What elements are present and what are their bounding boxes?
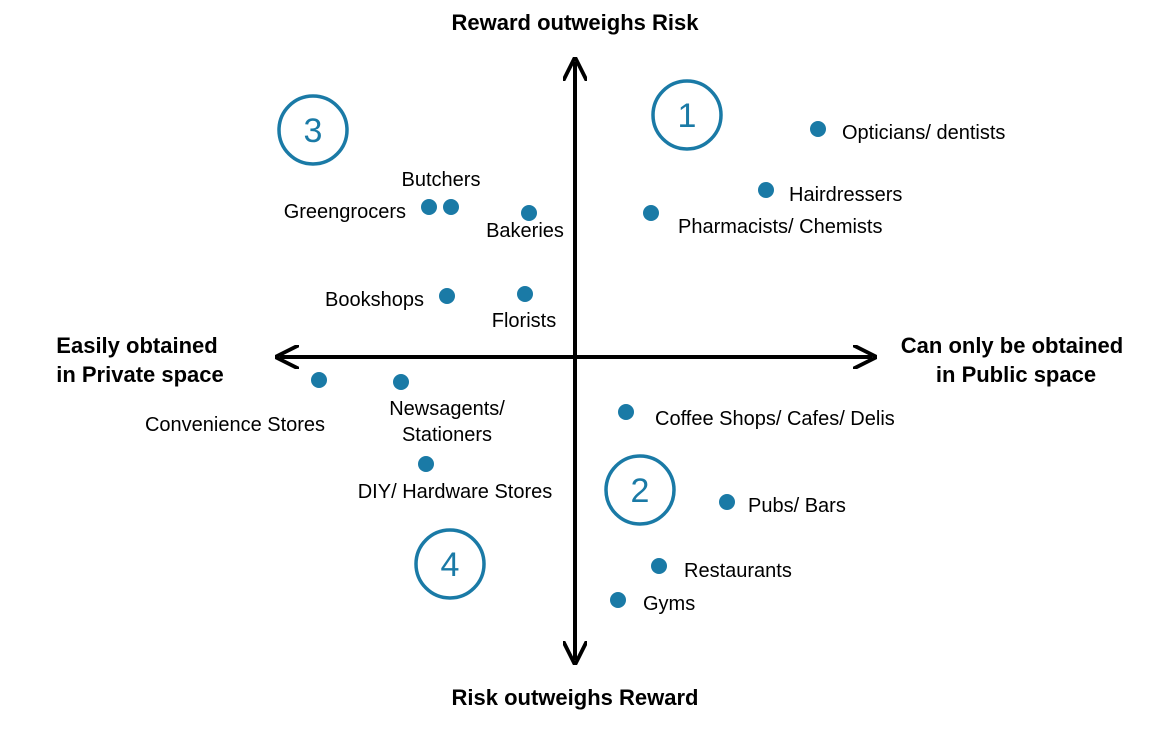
point-marker xyxy=(393,374,409,390)
point-marker xyxy=(439,288,455,304)
point-marker xyxy=(443,199,459,215)
point-label: Hairdressers xyxy=(789,184,902,206)
quadrant-number: 4 xyxy=(441,546,460,584)
point-label: Bakeries xyxy=(486,220,564,242)
quadrant-3: 3 xyxy=(277,94,349,166)
point-label: Pubs/ Bars xyxy=(748,495,846,517)
point-label: Newsagents/ xyxy=(389,398,505,420)
point-gyms: Gyms xyxy=(610,592,695,615)
quadrant-circle xyxy=(651,79,723,151)
point-label: Pharmacists/ Chemists xyxy=(678,216,883,238)
quadrant-1: 1 xyxy=(651,79,723,151)
point-label: Gyms xyxy=(643,593,695,615)
point-newsagents: Newsagents/Stationers xyxy=(389,374,505,446)
point-marker xyxy=(618,404,634,420)
point-bakeries: Bakeries xyxy=(486,205,564,242)
quadrant-number: 2 xyxy=(631,472,650,510)
point-label: Florists xyxy=(492,310,556,332)
point-label: Restaurants xyxy=(684,560,792,582)
point-marker xyxy=(418,456,434,472)
axis-title-right-line-1: Can only be obtained xyxy=(901,333,1123,358)
point-label: Butchers xyxy=(402,169,481,191)
point-bookshops: Bookshops xyxy=(325,288,455,311)
point-convenience: Convenience Stores xyxy=(145,372,327,436)
data-points: Opticians/ dentistsHairdressersPharmacis… xyxy=(145,121,1005,615)
point-label: Bookshops xyxy=(325,289,424,311)
point-label: Stationers xyxy=(402,424,492,446)
point-label: Opticians/ dentists xyxy=(842,122,1005,144)
point-marker xyxy=(643,205,659,221)
quadrant-2: 2 xyxy=(604,454,676,526)
point-marker xyxy=(651,558,667,574)
point-restaurants: Restaurants xyxy=(651,558,792,582)
axis-title-right-line-2: in Public space xyxy=(936,362,1096,387)
axis-title-bottom: Risk outweighs Reward xyxy=(452,685,699,710)
point-label: Coffee Shops/ Cafes/ Delis xyxy=(655,408,895,430)
point-pubs: Pubs/ Bars xyxy=(719,494,846,517)
quadrant-circle xyxy=(414,528,486,600)
point-marker xyxy=(719,494,735,510)
point-butchers: Butchers xyxy=(402,169,481,215)
point-marker xyxy=(810,121,826,137)
point-hairdressers: Hairdressers xyxy=(758,182,902,206)
quadrant-markers: 1 2 3 4 xyxy=(277,79,723,600)
point-marker xyxy=(521,205,537,221)
point-marker xyxy=(311,372,327,388)
point-coffee: Coffee Shops/ Cafes/ Delis xyxy=(618,404,895,430)
point-greengrocers: Greengrocers xyxy=(284,201,406,223)
axis-title-left-line-2: in Private space xyxy=(56,362,224,387)
point-label: Convenience Stores xyxy=(145,414,325,436)
quadrant-circle xyxy=(277,94,349,166)
point-marker xyxy=(421,199,437,215)
axis-title-left-line-1: Easily obtained xyxy=(56,333,217,358)
point-florists: Florists xyxy=(492,286,556,332)
point-opticians: Opticians/ dentists xyxy=(810,121,1005,144)
point-marker xyxy=(758,182,774,198)
point-label: DIY/ Hardware Stores xyxy=(358,481,553,503)
point-label: Greengrocers xyxy=(284,201,406,223)
quadrant-circle xyxy=(604,454,676,526)
point-marker xyxy=(610,592,626,608)
point-pharmacists: Pharmacists/ Chemists xyxy=(643,205,883,238)
quadrant-number: 1 xyxy=(678,97,697,135)
axis-title-top: Reward outweighs Risk xyxy=(452,10,700,35)
quadrant-number: 3 xyxy=(304,112,323,150)
point-marker xyxy=(517,286,533,302)
quadrant-4: 4 xyxy=(414,528,486,600)
point-diy: DIY/ Hardware Stores xyxy=(358,456,553,503)
